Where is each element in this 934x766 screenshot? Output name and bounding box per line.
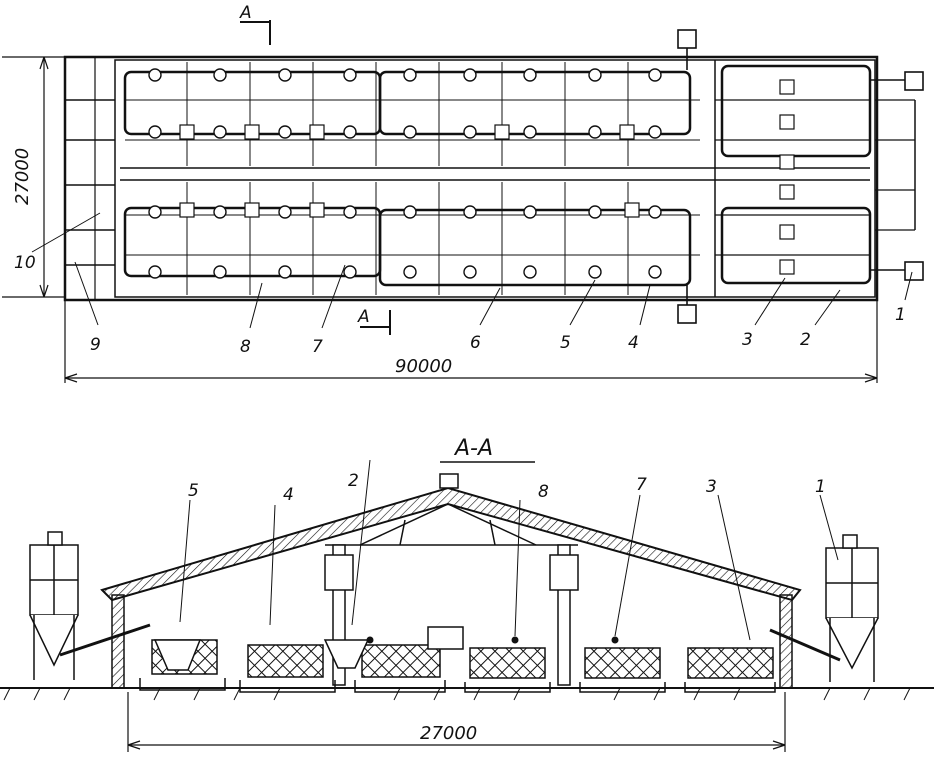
plan-callout-5: 5 (560, 333, 571, 353)
section-callout-3: 3 (706, 477, 717, 497)
plan-callout-3: 3 (742, 330, 753, 350)
plan-conveyor-loops (123, 64, 872, 287)
feed-hoppers (153, 639, 370, 671)
section-title: А-А (453, 436, 493, 461)
plan-feed-bunkers (677, 29, 924, 324)
plan-callout-2: 2 (800, 330, 811, 350)
section-feeders (366, 636, 619, 644)
plan-feeders (148, 68, 662, 279)
plan-right-rooms (714, 60, 916, 297)
roof-truss (325, 503, 578, 546)
plan-inner-wall (114, 59, 876, 298)
plan-length-dimension-label: 90000 (395, 356, 452, 377)
plan-callout-1: 1 (895, 305, 906, 325)
columns (324, 544, 579, 686)
roof-vent (439, 473, 459, 489)
plan-leader-lines (31, 212, 913, 329)
plan-callout-8: 8 (240, 337, 251, 357)
section-mark-top: А (239, 3, 252, 23)
plan-width-dimension (2, 56, 65, 298)
plan-view: А А 27000 90000 (2, 3, 924, 383)
section-mark-bottom: А (357, 307, 370, 327)
plan-width-dimension-label: 27000 (12, 148, 33, 205)
floor-channels (139, 678, 776, 693)
section-width-dimension (127, 692, 786, 752)
section-callout-2: 2 (348, 471, 359, 491)
right-silo (769, 534, 879, 682)
plan-callout-6: 6 (470, 333, 481, 353)
section-callout-1: 1 (815, 477, 826, 497)
plan-callout-4: 4 (628, 333, 639, 353)
plan-outer-wall (63, 55, 879, 302)
center-block (427, 626, 464, 650)
plan-hoppers (179, 79, 795, 275)
section-leader-lines (179, 459, 839, 641)
section-callout-5: 5 (188, 481, 199, 501)
plan-left-rooms (65, 57, 115, 300)
left-wall (111, 594, 125, 689)
plan-section-marks (240, 20, 391, 335)
plan-pens (125, 62, 700, 295)
plan-callout-9: 9 (90, 335, 101, 355)
left-silo (29, 531, 151, 680)
section-callout-8: 8 (538, 482, 549, 502)
plan-callout-7: 7 (312, 337, 323, 357)
section-view: А-А (0, 436, 934, 752)
section-width-dimension-label: 27000 (420, 723, 477, 744)
plan-callout-10: 10 (14, 253, 36, 273)
right-wall (779, 594, 793, 689)
plan-length-dimension (64, 300, 878, 383)
section-callout-4: 4 (283, 485, 294, 505)
section-callout-7: 7 (636, 475, 647, 495)
